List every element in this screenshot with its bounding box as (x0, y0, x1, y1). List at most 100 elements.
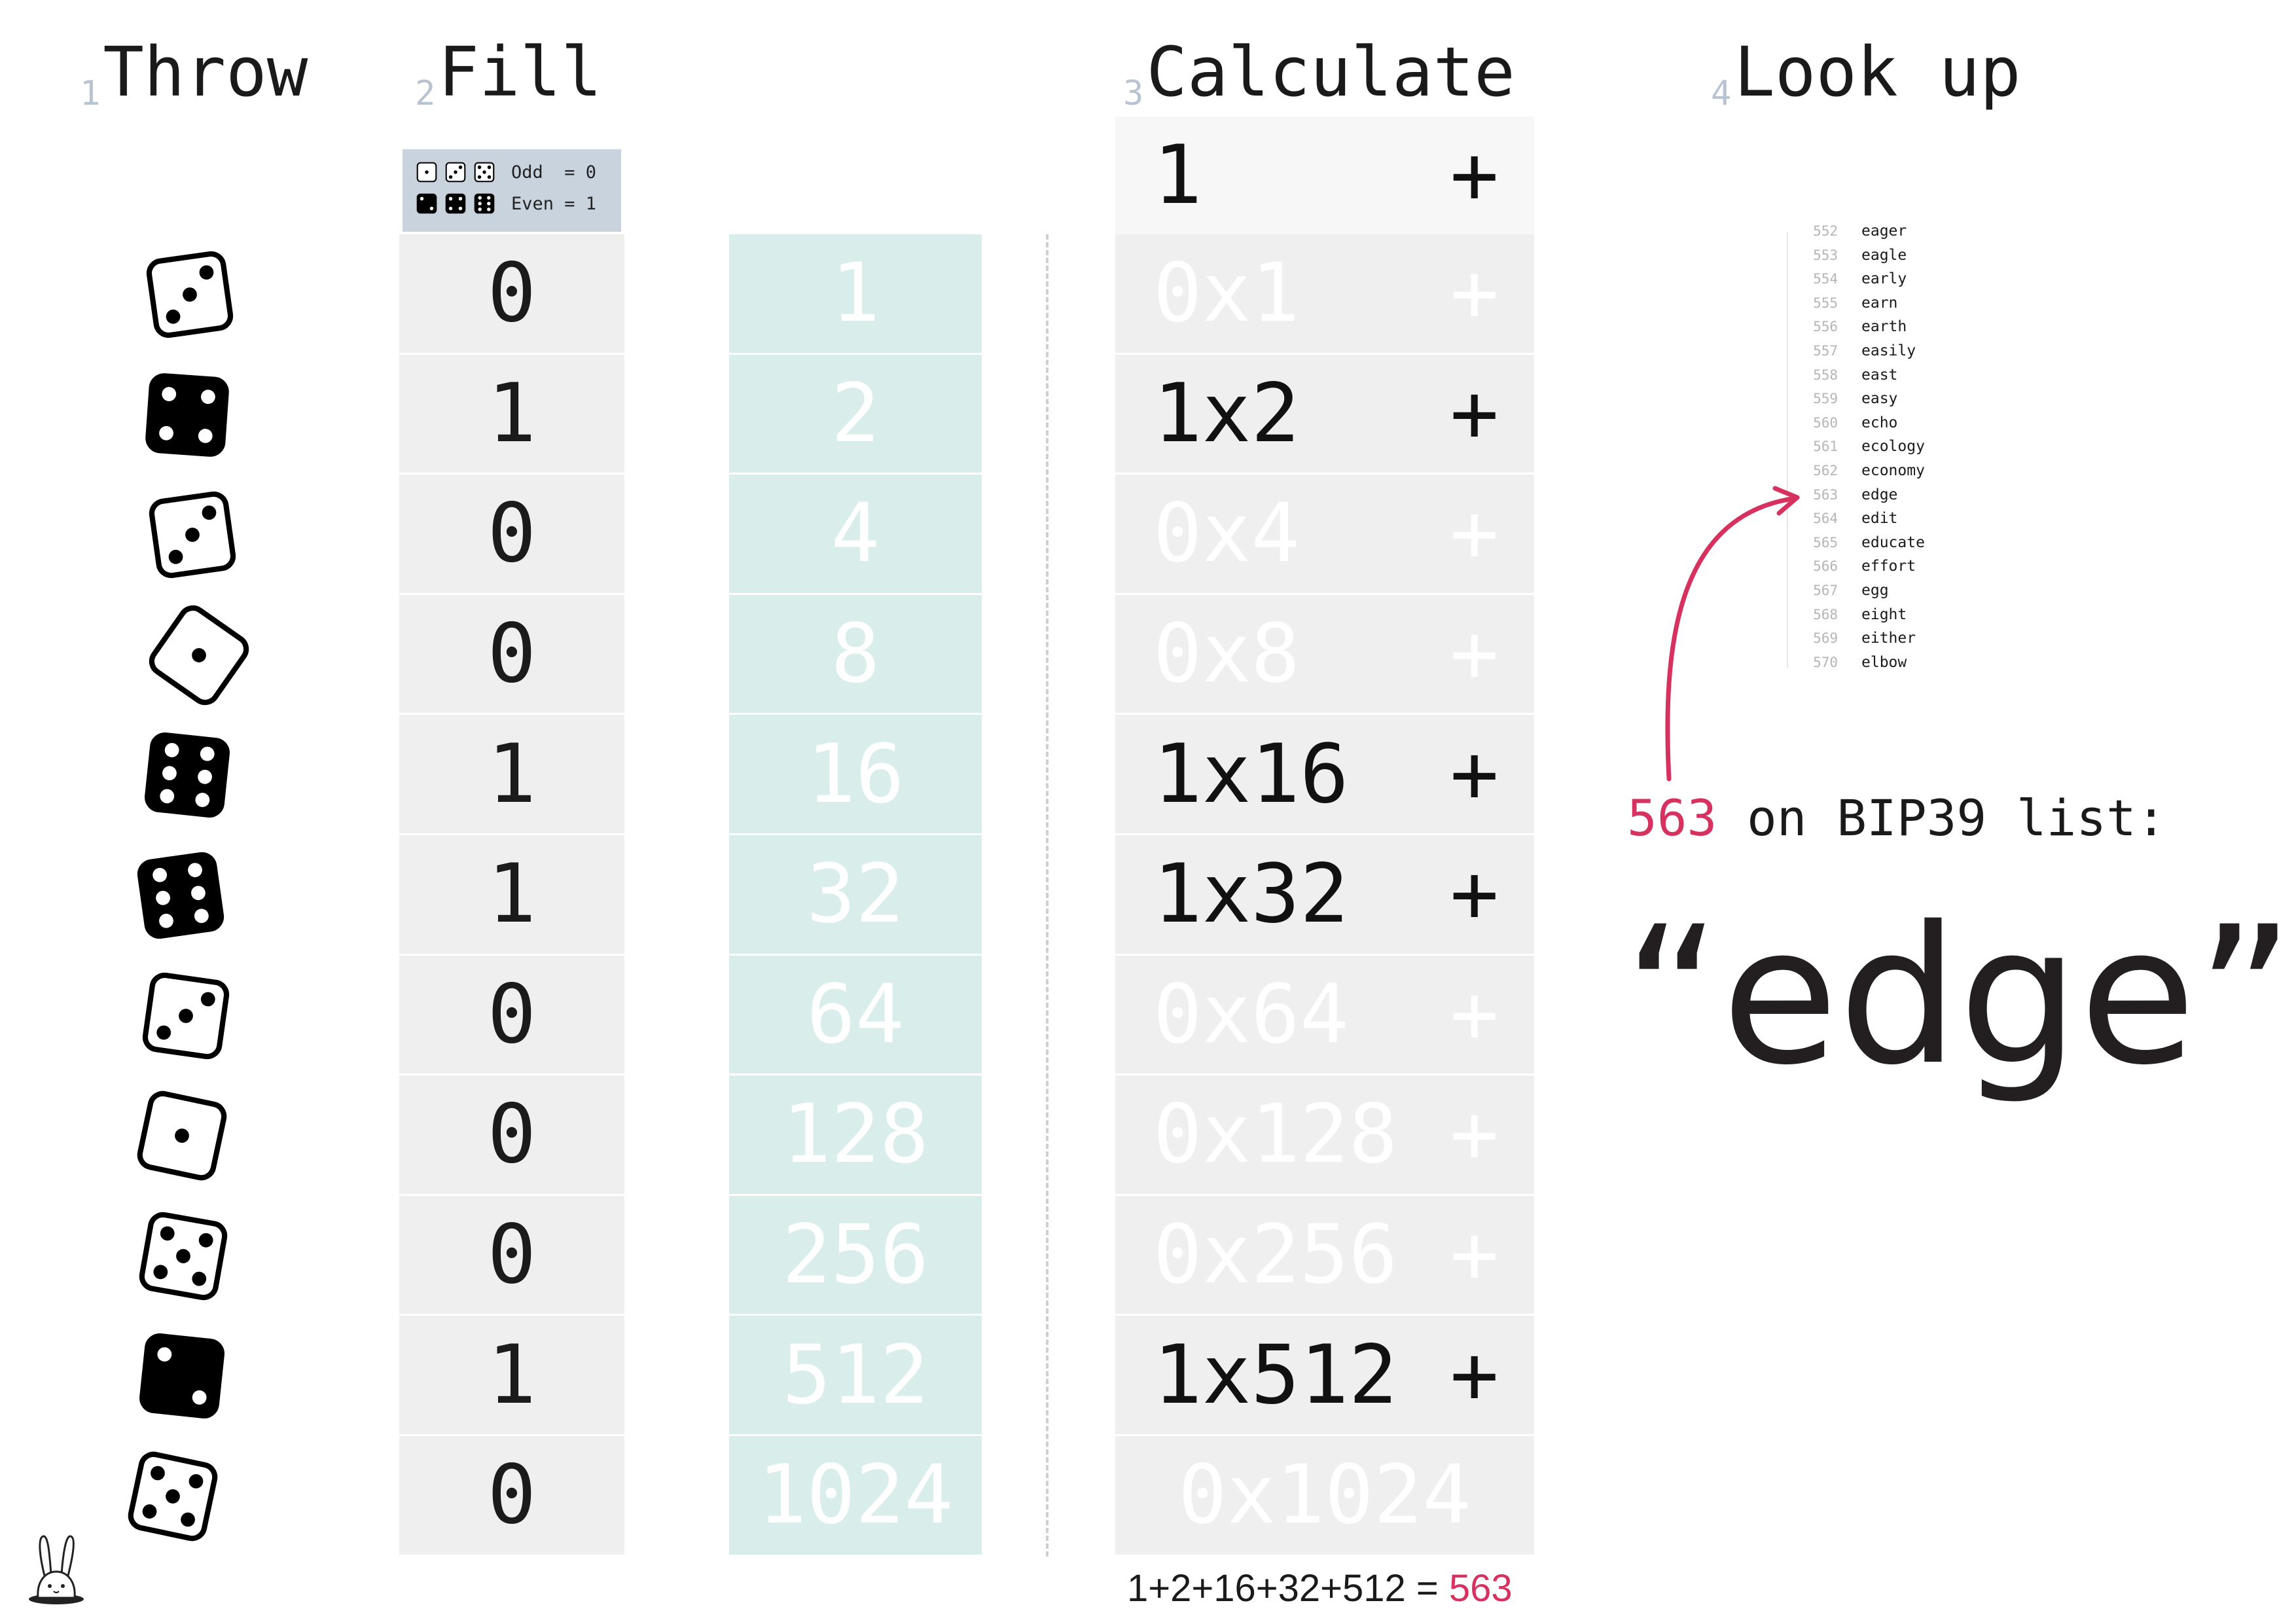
calc-expression: 1x16 (1153, 727, 1349, 821)
plus-sign: + (1450, 1208, 1499, 1303)
die-2-icon (139, 1333, 224, 1419)
bit-cell: 0 (399, 594, 624, 713)
die-throw (143, 370, 232, 460)
word-index: 567 (1813, 583, 1838, 598)
die-throw (148, 490, 237, 579)
word-entry: either (1861, 630, 1916, 647)
heading-label: Calculate (1146, 32, 1515, 112)
word-index: 565 (1813, 534, 1838, 550)
word-index: 568 (1813, 606, 1838, 623)
calc-expression: 1x2 (1153, 366, 1300, 461)
lookup-text: on BIP39 list: (1717, 789, 2166, 847)
die-1-icon (149, 605, 249, 705)
bit-cell: 0 (399, 1075, 624, 1194)
calc-row: 0x8+ (1115, 594, 1534, 713)
odd-dice-icons (416, 161, 495, 183)
die-throw (139, 1212, 228, 1301)
die-6-icon (145, 732, 230, 818)
calc-expression: 0x4 (1153, 486, 1300, 581)
heading-fill: 2Fill (415, 38, 602, 111)
bit-cell: 1 (399, 835, 624, 954)
word-entry: easily (1861, 342, 1916, 359)
die-5-icon (128, 1451, 218, 1542)
word-entry: eight (1861, 605, 1907, 623)
word-entry: echo (1861, 414, 1898, 431)
die-throw (149, 605, 249, 705)
calc-row: 0x1 + (1115, 234, 1534, 353)
step-number: 3 (1123, 74, 1144, 113)
word-entry: earth (1861, 318, 1907, 336)
bit-cell: 0 (399, 475, 624, 593)
calc-expression: 0x1024 (1178, 1448, 1471, 1543)
wordlist-row: 552 eager (1788, 219, 1907, 243)
wordlist-row: 567 egg (1788, 579, 1889, 602)
calc-row-top: 1 + (1115, 117, 1534, 234)
plus-sign: + (1450, 967, 1499, 1062)
legend-even-row: Even = 1 (416, 192, 596, 215)
weight-cell: 512 (729, 1316, 982, 1434)
legend-odd-label: Odd = 0 (511, 162, 597, 183)
die-3-icon (445, 162, 466, 183)
weight-cell: 1024 (729, 1436, 982, 1555)
calc-expression: 1x512 (1153, 1327, 1398, 1422)
plus-sign: + (1450, 366, 1499, 461)
plus-sign: + (1450, 246, 1499, 341)
sum-expression: 1+2+16+32+512 = (1127, 1567, 1449, 1610)
word-index: 566 (1813, 558, 1838, 575)
word-index: 553 (1813, 247, 1838, 263)
calc-row: 0x256+ (1115, 1195, 1534, 1314)
die-6-icon (474, 193, 495, 214)
weight-cell: 8 (729, 594, 982, 713)
bit-cell: 0 (399, 1195, 624, 1314)
weight-cell: 4 (729, 475, 982, 593)
die-throw (128, 1451, 218, 1542)
word-index: 556 (1813, 319, 1838, 335)
die-3-icon (142, 972, 230, 1059)
die-5-icon (139, 1212, 228, 1301)
weight-cell: 2 (729, 354, 982, 473)
calc-expression: 0x128 (1153, 1087, 1398, 1182)
word-entry: earn (1861, 294, 1898, 312)
plus-sign: + (1450, 1327, 1499, 1422)
die-throw (137, 1091, 227, 1181)
bit-cell: 1 (399, 1316, 624, 1434)
word-index: 552 (1813, 223, 1838, 239)
calc-row: 0x4+ (1115, 475, 1534, 593)
calc-expression: 1 (1153, 128, 1202, 223)
calc-expression: 0x8 (1153, 607, 1300, 702)
word-index: 569 (1813, 630, 1838, 647)
calc-expression: 0x1 (1153, 246, 1300, 341)
word-entry: east (1861, 366, 1898, 384)
heading-label: Fill (438, 32, 602, 112)
heading-look-up: 4Look up (1711, 38, 2021, 111)
word-index: 563 (1813, 486, 1838, 503)
die-4-icon (445, 193, 466, 214)
word-index: 559 (1813, 391, 1838, 407)
even-dice-icons (416, 192, 495, 215)
dashed-separator (1046, 234, 1049, 1557)
word-entry: eager (1861, 223, 1907, 240)
plus-sign: + (1450, 727, 1499, 821)
calc-row: 0x64+ (1115, 955, 1534, 1074)
weight-cell: 16 (729, 715, 982, 833)
plus-sign: + (1450, 128, 1499, 223)
word-entry: elbow (1861, 653, 1907, 671)
calc-row: 0x128+ (1115, 1075, 1534, 1194)
die-throw (141, 971, 230, 1060)
bit-cell: 1 (399, 715, 624, 833)
word-entry: educate (1861, 533, 1925, 551)
bit-cell: 1 (399, 354, 624, 473)
weight-cell: 32 (729, 835, 982, 954)
word-entry: egg (1861, 582, 1889, 599)
calc-row: 1x32+ (1115, 835, 1534, 954)
word-index: 558 (1813, 367, 1838, 383)
